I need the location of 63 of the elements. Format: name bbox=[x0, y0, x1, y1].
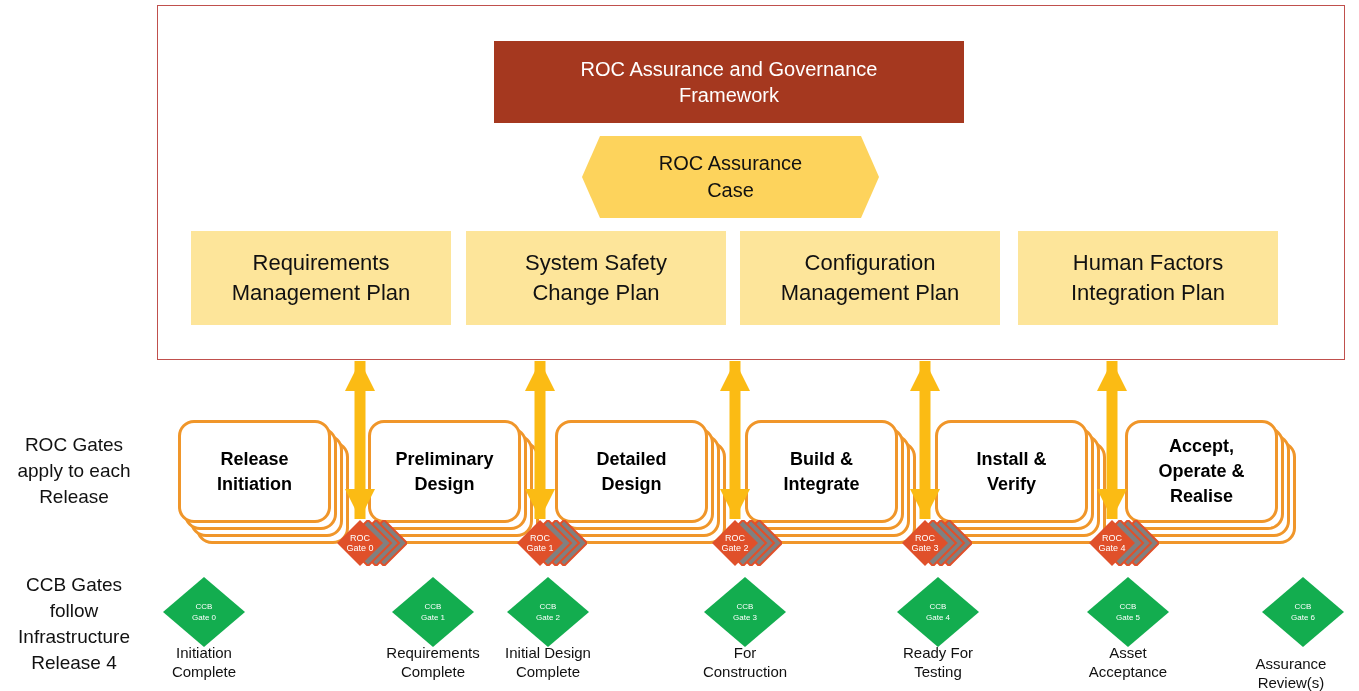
plan-label: System Safety Change Plan bbox=[524, 249, 668, 307]
gate-label: ROC Gate 2 bbox=[721, 533, 749, 553]
gate-label: CCB Gate 3 bbox=[732, 601, 758, 623]
double-arrow bbox=[525, 361, 555, 519]
plan-label: Requirements Management Plan bbox=[230, 249, 412, 307]
gate-caption: For Construction bbox=[701, 643, 789, 681]
gate-caption: Assurance Review(s) bbox=[1254, 654, 1328, 691]
gate-label: ROC Gate 3 bbox=[911, 533, 939, 553]
gate-diamond bbox=[704, 577, 786, 647]
gate-diamond-stack bbox=[1089, 520, 1159, 566]
phase-card bbox=[1125, 420, 1278, 523]
gate-caption: Ready For Testing bbox=[902, 643, 974, 681]
gate-diamond bbox=[1087, 577, 1169, 647]
gate-diamond-stack bbox=[337, 520, 407, 566]
gate-label: CCB Gate 2 bbox=[535, 601, 561, 623]
framework-panel bbox=[157, 5, 1345, 360]
hexagon-label: ROC Assurance Case bbox=[658, 152, 803, 201]
phase-label: Preliminary Design bbox=[394, 447, 495, 496]
gate-diamond-stack bbox=[517, 520, 587, 566]
gate-label: CCB Gate 0 bbox=[191, 601, 217, 623]
plan-box bbox=[466, 231, 726, 325]
gate-label: CCB Gate 4 bbox=[925, 601, 951, 623]
gate-label: CCB Gate 5 bbox=[1115, 601, 1141, 623]
gate-label: CCB Gate 6 bbox=[1290, 601, 1316, 623]
framework-box bbox=[494, 41, 964, 123]
gate-diamond bbox=[163, 577, 245, 647]
plan-box bbox=[740, 231, 1000, 325]
gate-label: CCB Gate 1 bbox=[420, 601, 446, 623]
gate-diamond bbox=[1262, 577, 1344, 647]
plan-box bbox=[1018, 231, 1278, 325]
gate-diamond bbox=[507, 577, 589, 647]
phase-card bbox=[178, 420, 331, 523]
phase-card bbox=[368, 420, 521, 523]
gate-caption: Requirements Complete bbox=[385, 643, 481, 681]
double-arrow bbox=[910, 361, 940, 519]
phase-label: Detailed Design bbox=[595, 447, 668, 496]
gate-caption: Initial Design Complete bbox=[504, 643, 592, 681]
phase-label: Build & Integrate bbox=[782, 447, 861, 496]
phase-label: Release Initiation bbox=[216, 447, 293, 496]
plan-label: Configuration Management Plan bbox=[779, 249, 961, 307]
gate-label: ROC Gate 1 bbox=[526, 533, 554, 553]
assurance-hexagon bbox=[582, 136, 879, 218]
row-label: CCB Gates follow Infrastructure Release 4 bbox=[18, 574, 130, 673]
phase-label: Install & Verify bbox=[975, 447, 1048, 496]
double-arrow bbox=[720, 361, 750, 519]
gate-diamond bbox=[897, 577, 979, 647]
row-label: ROC Gates apply to each Release bbox=[17, 434, 131, 507]
gate-diamond-stack bbox=[902, 520, 972, 566]
gate-caption: Initiation Complete bbox=[170, 643, 238, 681]
box-title: ROC Assurance and Governance Framework bbox=[579, 57, 879, 108]
gate-caption: Asset Acceptance bbox=[1087, 643, 1169, 681]
plan-label: Human Factors Integration Plan bbox=[1069, 249, 1227, 307]
phase-card bbox=[555, 420, 708, 523]
plan-box bbox=[191, 231, 451, 325]
gate-label: ROC Gate 4 bbox=[1098, 533, 1126, 553]
gate-diamond-stack bbox=[712, 520, 782, 566]
phase-label: Accept, Operate & Realise bbox=[1157, 435, 1246, 508]
phase-card bbox=[935, 420, 1088, 523]
gate-diamond bbox=[392, 577, 474, 647]
phase-card bbox=[745, 420, 898, 523]
double-arrow bbox=[345, 361, 375, 519]
gate-label: ROC Gate 0 bbox=[346, 533, 374, 553]
double-arrow bbox=[1097, 361, 1127, 519]
